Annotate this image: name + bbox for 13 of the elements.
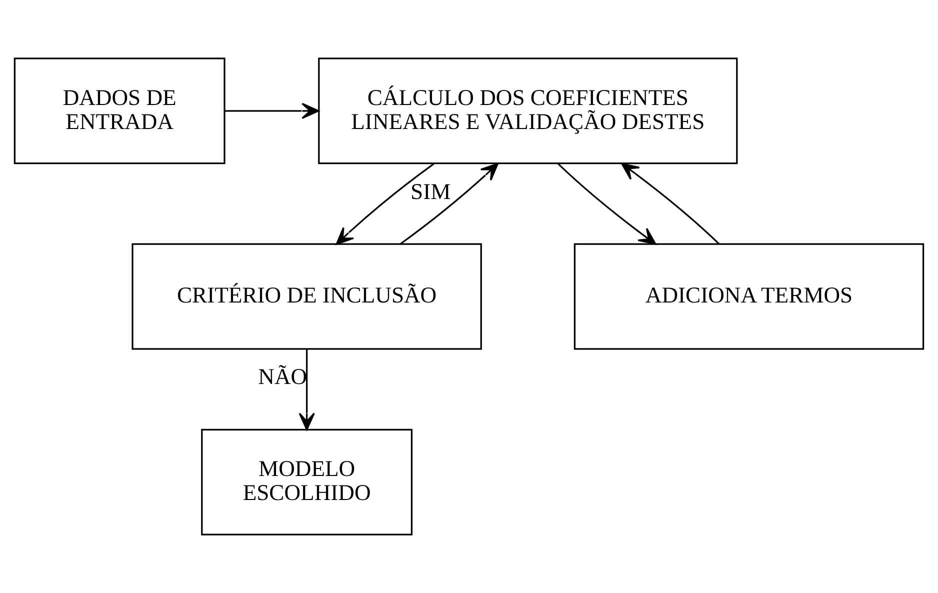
node-box: CÁLCULO DOS COEFICIENTES LINEARES E VALIDAÇÃO DESTES <box>318 58 738 164</box>
arrow <box>224 102 320 119</box>
node-box: DADOS DE ENTRADA <box>14 58 226 164</box>
edge-label: NÃO <box>258 364 308 389</box>
arrow <box>558 163 656 245</box>
edge-label: SIM <box>410 178 451 204</box>
arrow <box>400 163 498 245</box>
node-box: CRITÉRIO DE INCLUSÃO <box>132 243 482 350</box>
arrow <box>298 349 315 430</box>
node-box: MODELO ESCOLHIDO <box>201 428 413 536</box>
node-box: ADICIONA TERMOS <box>574 243 924 350</box>
arrow <box>336 163 434 245</box>
arrow <box>621 163 720 245</box>
